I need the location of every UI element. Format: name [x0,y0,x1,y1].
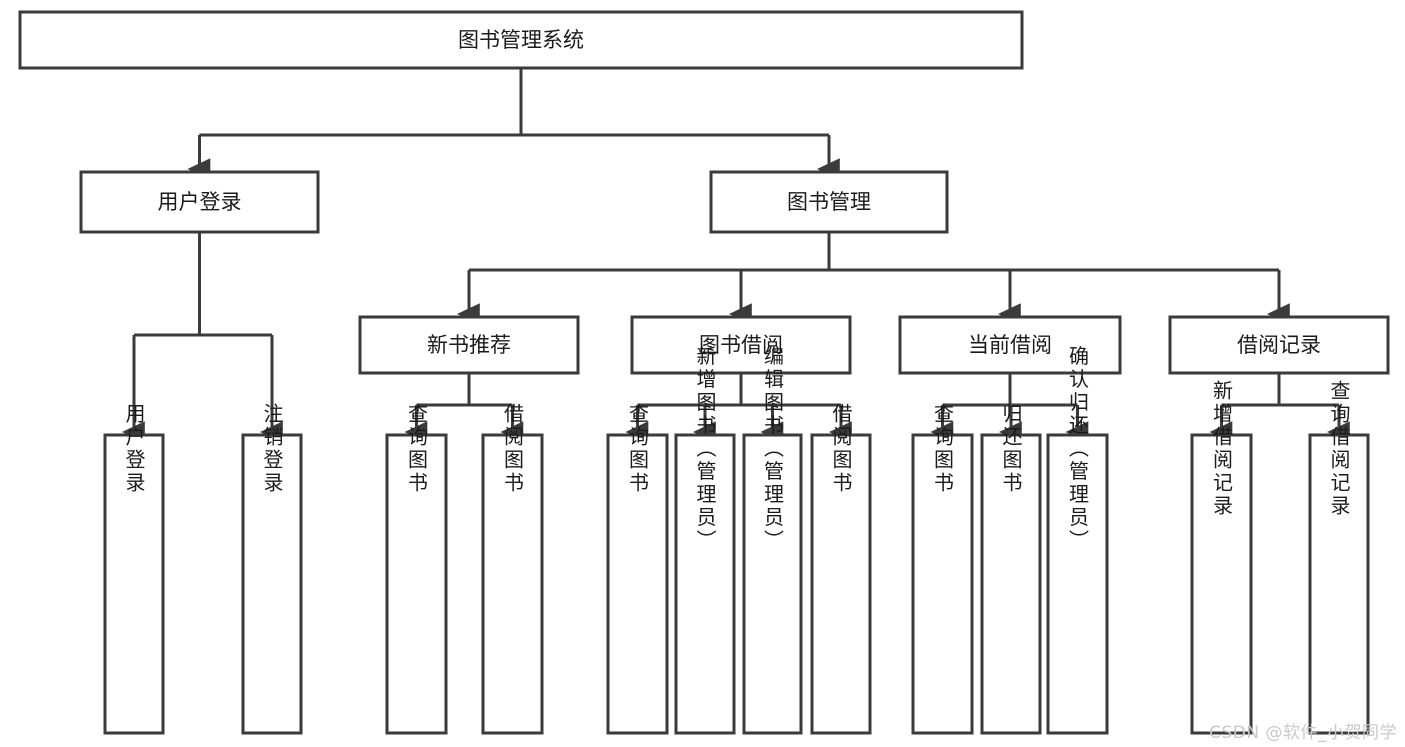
root-node-label: 图书管理系统 [458,28,584,52]
node-label: 新书推荐 [427,333,511,357]
node-label: 图书借阅 [699,333,783,357]
leaf-查询图书[interactable]: 查询图书 [606,403,669,735]
node-label: 借阅记录 [1237,333,1321,357]
leaf-label: 查询图书 [931,403,955,495]
leaf-label: 新增图书（管理员） [693,345,717,552]
node-用户登录[interactable]: 用户登录 [79,170,320,234]
leaf-用户登录[interactable]: 用户登录 [103,403,165,735]
leaf-查询借阅记录[interactable]: 查询借阅记录 [1308,380,1370,735]
leaf-label: 归还图书 [999,403,1023,495]
node-label: 当前借阅 [968,333,1052,357]
node-图书借阅[interactable]: 图书借阅 [630,315,852,375]
node-借阅记录[interactable]: 借阅记录 [1168,315,1390,375]
leaf-label: 查询图书 [405,403,429,495]
node-label: 用户登录 [158,190,242,214]
leaf-查询图书[interactable]: 查询图书 [911,403,974,735]
leaf-新增借阅记录[interactable]: 新增借阅记录 [1190,380,1253,735]
root-node-图书管理系统[interactable]: 图书管理系统 [18,10,1024,70]
leaf-label: 查询图书 [626,403,650,495]
leaf-label: 查询借阅记录 [1327,380,1351,518]
leaf-label: 用户登录 [122,403,146,495]
leaf-新增图书管理员[interactable]: 新增图书（管理员） [674,345,736,735]
leaf-label: 借阅图书 [829,403,853,495]
leaf-label: 借阅图书 [501,403,525,495]
node-label: 图书管理 [787,190,871,214]
leaf-label: 确认归还（管理员） [1066,345,1090,552]
leaf-借阅图书[interactable]: 借阅图书 [810,403,872,735]
leaf-label: 注销登录 [260,403,284,495]
leaf-借阅图书[interactable]: 借阅图书 [481,403,544,735]
leaf-label: 新增借阅记录 [1210,380,1234,518]
leaf-查询图书[interactable]: 查询图书 [385,403,448,735]
leaf-注销登录[interactable]: 注销登录 [241,403,303,735]
leaf-编辑图书管理员[interactable]: 编辑图书（管理员） [742,345,803,735]
node-图书管理[interactable]: 图书管理 [709,170,949,234]
watermark-label: CSDN @软件_小贺同学 [1209,723,1397,743]
node-layer: 图书管理系统用户登录图书管理新书推荐图书借阅当前借阅借阅记录用户登录注销登录查询… [18,10,1390,735]
node-新书推荐[interactable]: 新书推荐 [358,315,580,375]
node-当前借阅[interactable]: 当前借阅 [898,315,1122,375]
edge-layer [121,68,1350,443]
leaf-归还图书[interactable]: 归还图书 [980,403,1042,735]
leaf-确认归还管理员[interactable]: 确认归还（管理员） [1046,345,1109,735]
leaf-label: 编辑图书（管理员） [761,345,785,552]
